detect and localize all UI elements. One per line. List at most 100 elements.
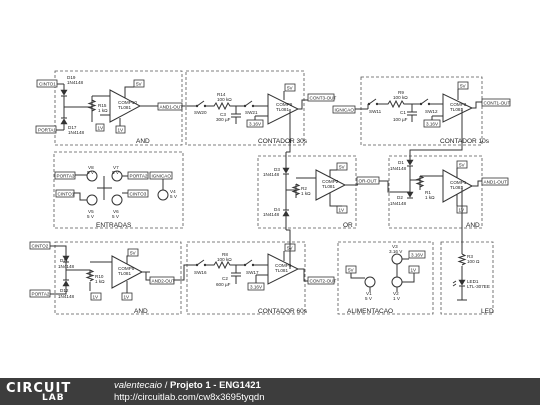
comp2-opamp	[315, 169, 347, 201]
led-circuit: R3 100 Ω LED1 LTL-307EE	[452, 248, 490, 301]
d3-value: 1N4148	[263, 172, 280, 177]
c10-316v-label: 3.16V	[426, 122, 439, 127]
and-right-label: AND	[466, 222, 480, 229]
alimentacao-label: ALIMENTACAO	[347, 308, 393, 315]
c1-ref: C1	[400, 110, 406, 115]
sw17-switch	[236, 259, 253, 266]
sw16-ref: SW16	[194, 270, 207, 275]
sw12-switch	[412, 98, 429, 105]
v3-source	[391, 253, 403, 265]
alim-1v-label: 1V	[411, 268, 418, 273]
r1-value: 1 kΩ	[425, 195, 435, 200]
ignicao-label: IGNICAO	[335, 108, 355, 113]
alim-316v-tag	[408, 250, 426, 259]
r10-ref: R10	[95, 274, 104, 279]
d12-value: 1N4148	[58, 294, 75, 299]
c2-value: 600 µF	[216, 282, 231, 287]
d1-ref: D1	[398, 160, 404, 165]
r10-1v-tag	[90, 292, 102, 301]
or-circuit: D3 1N4148 D4 1N4148 R2 1 kΩ COMP2 TL081 …	[263, 152, 380, 230]
comp2-5v-label: 5V	[339, 165, 346, 170]
r8-value: 100 kΩ	[217, 257, 232, 262]
author-link[interactable]: valentecaio	[114, 380, 163, 391]
d19-value: 1N4148	[67, 80, 84, 85]
contador30-label: CONTADOR 30s	[258, 138, 308, 145]
r3-resistor	[457, 253, 467, 266]
d17-diode	[60, 118, 68, 125]
cont3-out-tag	[307, 93, 335, 102]
d1-value: 1N4148	[390, 166, 407, 171]
sw11-switch	[367, 98, 377, 109]
comp5-5v-label: 5V	[130, 251, 137, 256]
d17-value: 1N4148	[68, 130, 85, 135]
project-title: Projeto 1 - ENG1421	[169, 380, 261, 391]
and-top-circuit: CINTO1 PORTA1 D19 1N4148 D17 1N4148 R15 …	[35, 75, 183, 135]
sw21-ref: SW21	[245, 110, 258, 115]
v8-value: 5 V	[87, 170, 95, 175]
porta1-tag-label: PORTA1	[38, 128, 56, 133]
ignicao-src-tag	[149, 171, 173, 180]
circuitlab-logo[interactable]: CIRCUIT LAB	[6, 381, 86, 403]
and-top-label: AND	[136, 138, 150, 145]
r15-ref: R15	[98, 103, 107, 108]
v3-ref: V3	[392, 244, 398, 249]
and-right-block	[388, 155, 483, 229]
r9-value: 100 kΩ	[393, 95, 408, 100]
d19-diode	[60, 89, 68, 96]
entradas-circuit: PORTA3 CINTO1 CINTO3 PORTA2 IGNICAO V8 5…	[54, 165, 178, 219]
and-top-block	[54, 70, 183, 146]
logo-top-text: CIRCUIT	[6, 381, 72, 396]
v5-source	[86, 194, 98, 206]
r1-ref: R1	[425, 190, 431, 195]
r2-ref: R2	[301, 186, 307, 191]
d2-diode	[406, 191, 414, 198]
v2-ref: V2	[393, 291, 399, 296]
sw17-ref: SW17	[246, 270, 259, 275]
comp4-ref: COMP4	[275, 263, 292, 268]
comp2-ref: COMP2	[322, 179, 339, 184]
r14-resistor	[205, 101, 236, 111]
alimentacao-circuit: V3 3.16 V 3.16V V1 5 V V2 1 V 5V 1V	[345, 244, 426, 301]
c1-capacitor	[407, 104, 417, 122]
cinto3-label: CINTO3	[130, 192, 147, 197]
v4-value: 5 V	[170, 194, 178, 199]
sw11-ref: SW11	[369, 109, 382, 114]
alimentacao-block	[337, 241, 434, 315]
v7-value: 5 V	[112, 170, 120, 175]
c10-316v-tag	[423, 119, 441, 128]
credit-separator: /	[162, 380, 170, 391]
comp3-opamp	[442, 93, 474, 123]
d11-diode	[62, 255, 70, 262]
project-url-link[interactable]: http://circuitlab.com/cw8x3695tyqdn	[114, 392, 265, 403]
d4-value: 1N4148	[263, 212, 280, 217]
comp9-ref: COMP9	[276, 102, 293, 107]
c30-316v-label: 3.16V	[249, 122, 262, 127]
d1-diode	[406, 159, 414, 166]
d12-ref: D12	[60, 288, 69, 293]
and-right-circuit: D1 1N4148 D2 1N4148 R1 1 kΩ COMP1 TL081 …	[379, 159, 509, 248]
r15-resistor	[87, 99, 97, 112]
comp1-ref: COMP1	[450, 180, 467, 185]
logo-bottom-text: LAB	[42, 393, 65, 403]
v2-value: 1 V	[393, 296, 401, 301]
and-bottom-label: AND	[134, 308, 148, 315]
contador10-label: CONTADOR 10s	[440, 138, 490, 145]
r9-ref: R9	[398, 90, 404, 95]
comp2-5v-tag	[336, 162, 348, 171]
d3-diode	[282, 167, 290, 174]
comp10-5v-tag	[133, 79, 145, 88]
comp5-type: TL081	[118, 271, 131, 276]
v7-ref: V7	[113, 165, 119, 170]
r10-value: 1 kΩ	[95, 279, 105, 284]
contador10-block	[360, 76, 483, 146]
r2-resistor	[291, 183, 301, 196]
comp5-1v-label: 1V	[124, 295, 131, 300]
contador60-circuit: SW16 R8 100 kΩ C2 600 µF SW17 3.16V COMP…	[174, 229, 336, 291]
d4-ref: D4	[274, 207, 280, 212]
comp3-ref: COMP3	[450, 102, 467, 107]
c60-316v-label: 3.16V	[250, 285, 263, 290]
comp1-type: TL081	[450, 185, 463, 190]
v1-value: 5 V	[365, 296, 373, 301]
sw21-switch	[236, 100, 253, 107]
contador60-label: CONTADOR 60s	[258, 308, 308, 315]
